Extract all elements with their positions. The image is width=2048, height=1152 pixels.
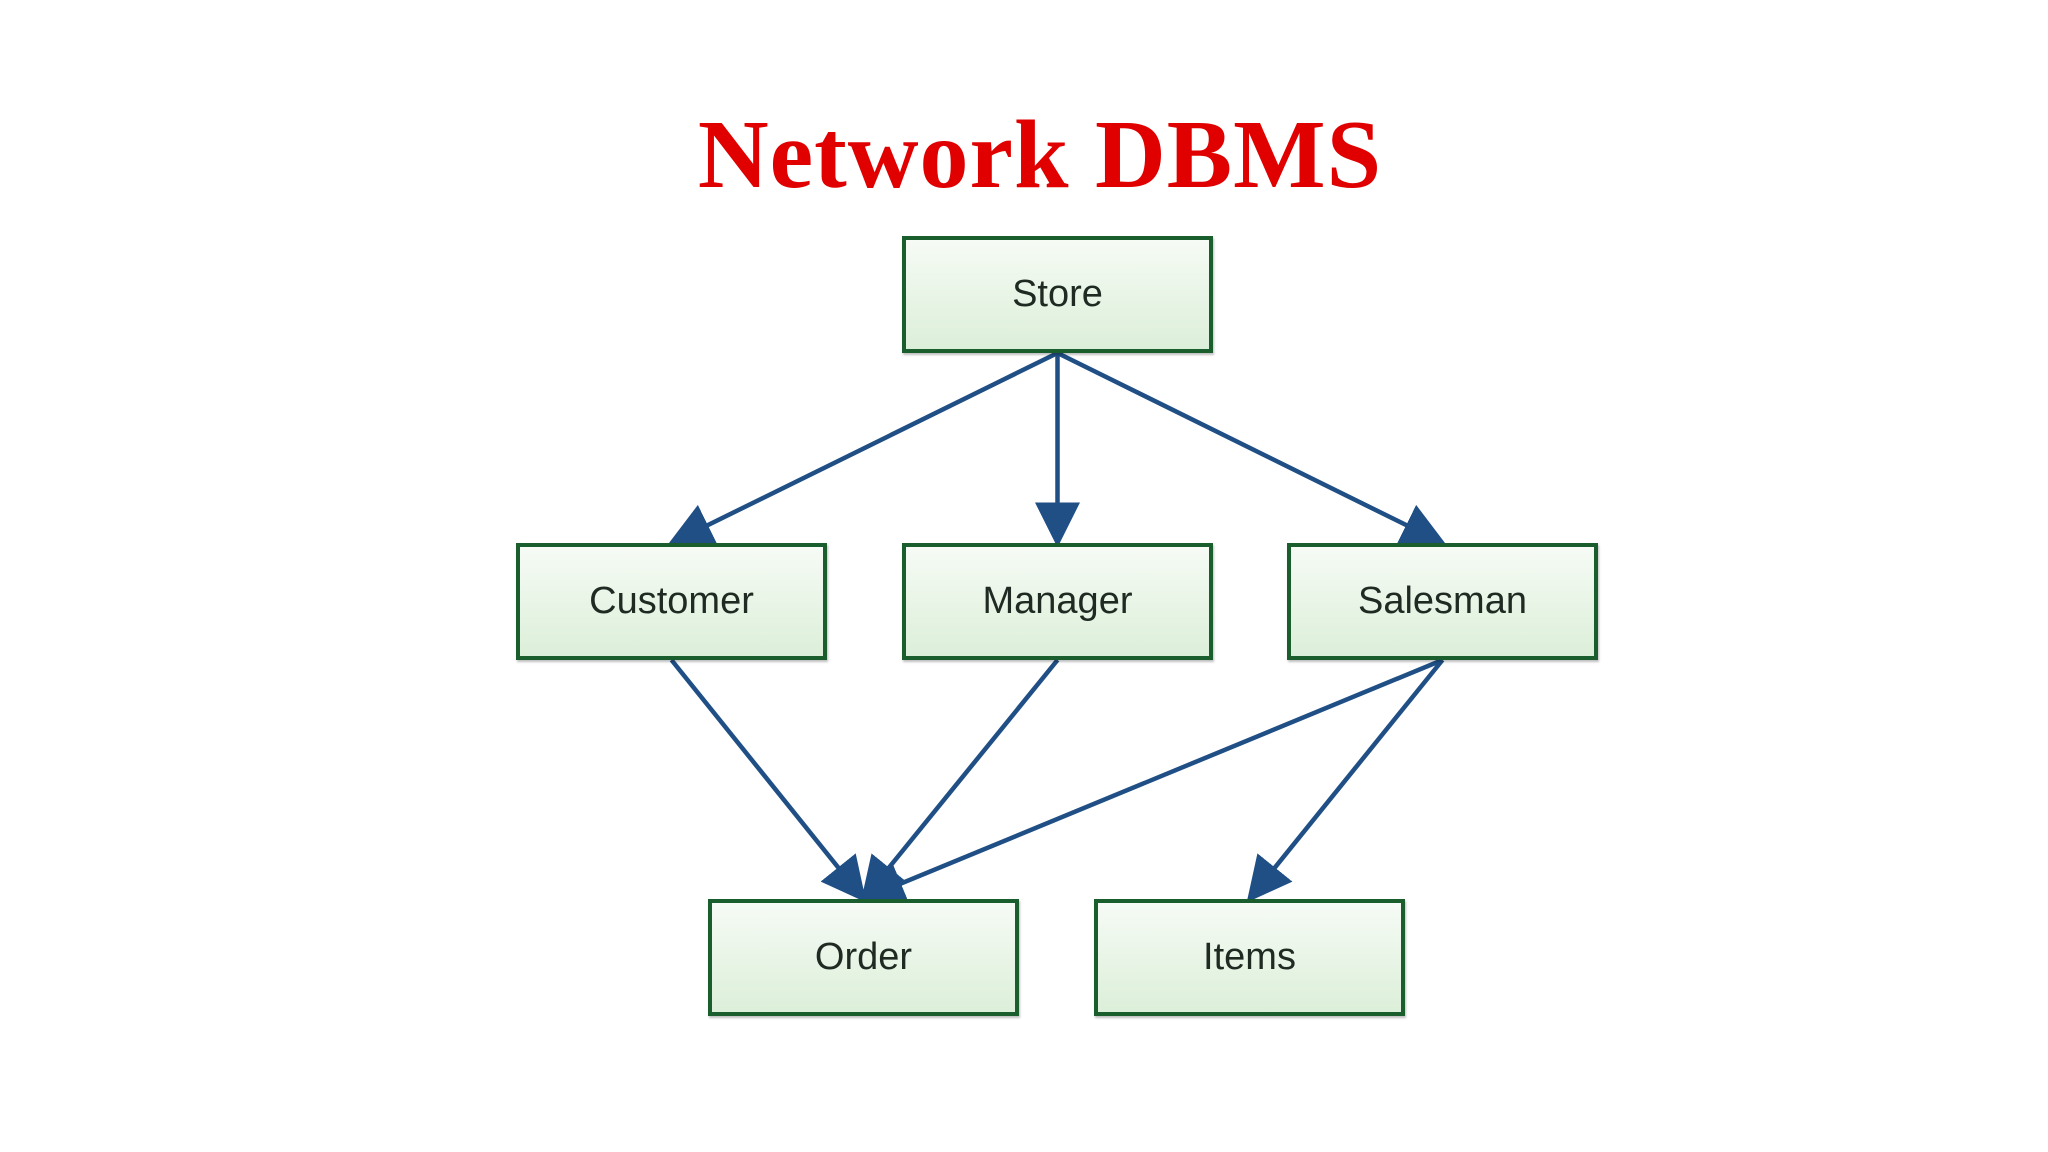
node-salesman: Salesman — [1287, 543, 1598, 660]
node-manager-label: Manager — [982, 580, 1133, 622]
edge-salesman-to-items — [1246, 658, 1445, 903]
node-items: Items — [1094, 899, 1405, 1016]
node-customer-label: Customer — [589, 580, 754, 622]
node-store: Store — [902, 236, 1213, 353]
edge-store-to-salesman — [1056, 350, 1447, 546]
node-items-label: Items — [1203, 936, 1296, 978]
node-order-label: Order — [814, 936, 913, 978]
node-salesman-label: Salesman — [1358, 580, 1527, 622]
edge-manager-to-order — [860, 658, 1060, 903]
edge-salesman-to-order — [859, 657, 1444, 905]
node-manager: Manager — [902, 543, 1213, 660]
edge-store-to-customer — [667, 350, 1059, 546]
node-customer: Customer — [516, 543, 827, 660]
diagram-title: Network DBMS — [697, 101, 1383, 209]
edge-customer-to-order — [669, 658, 867, 903]
node-order: Order — [708, 899, 1019, 1016]
node-store-label: Store — [1012, 273, 1103, 315]
